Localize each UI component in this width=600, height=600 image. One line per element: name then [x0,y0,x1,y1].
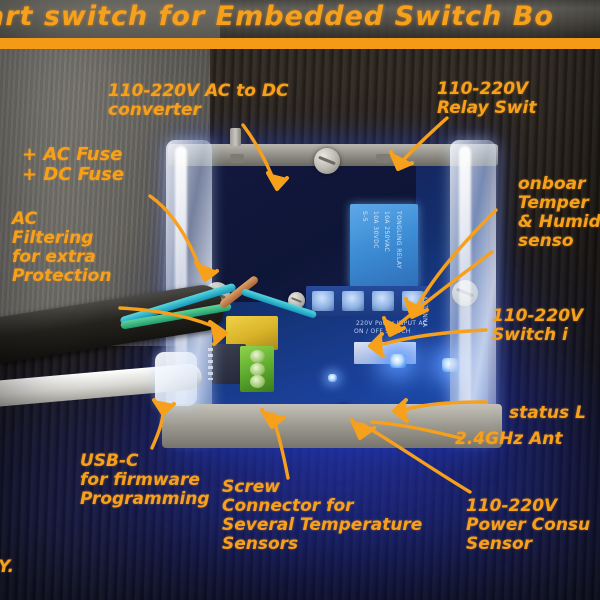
annotation-antenna: 2.4GHz Ant [455,429,563,449]
page-title: art switch for Embedded Switch Bo [0,1,554,32]
screw-top-center [314,148,340,174]
bracket-stub [230,128,241,146]
annotation-switch-input: 110-220V Switch i [492,306,584,346]
status-led-small [328,374,337,382]
annotation-ac-filtering: AC Filtering for extra Protection [12,209,112,287]
status-led-blue-1 [390,354,406,368]
annotation-usb-c: USB-C for firmware Programming [80,451,210,510]
annotation-ac-dc-converter: 110-220V AC to DC converter [108,81,289,121]
bracket-notch-right [376,154,390,163]
terminal-3 [372,291,394,311]
annotation-power-consumption-sensor: 110-220V Power Consu Sensor [466,496,591,555]
title-underline [0,38,600,49]
terminal-2 [342,291,364,311]
annotation-relay-switch: 110-220V Relay Swit [437,79,537,119]
bracket-notch-left [230,154,244,163]
annotation-screw-connector: Screw Connector for Several Temperature … [222,477,423,555]
green-terminal-screw-2 [250,363,265,376]
green-screw-connector [240,346,274,392]
usb-c-plug [155,352,197,406]
annotation-corner-mark: Y. [0,557,14,577]
green-terminal-screw-3 [250,375,265,388]
annotation-status-led: status L [509,403,586,423]
terminal-1 [312,291,334,311]
annotation-fuses: + AC Fuse + DC Fuse [22,144,125,186]
annotation-temp-humidity-sensor: onboar Temper & Humid senso [518,174,600,252]
green-terminal-screw-1 [250,350,265,363]
